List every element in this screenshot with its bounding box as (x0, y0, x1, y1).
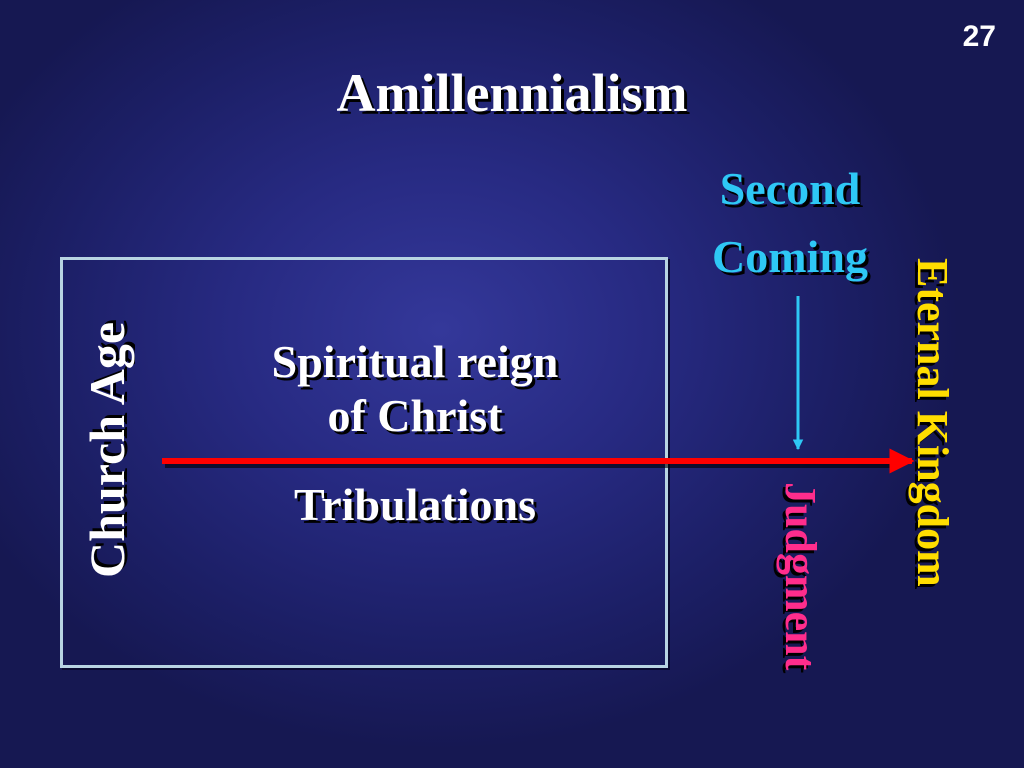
eternal-kingdom-label: Eternal Kingdom (908, 258, 957, 587)
second-coming-label-line2: Coming (712, 231, 868, 282)
judgment-label: Judgment (776, 482, 825, 671)
slide-title: Amillennialism (336, 63, 688, 123)
tribulations-text: Tribulations (294, 479, 536, 530)
spiritual-reign-text-line2: of Christ (327, 390, 503, 441)
second-coming-label-line1: Second (719, 163, 861, 214)
slide-number: 27 (962, 20, 996, 53)
spiritual-reign-text-line1: Spiritual reign (271, 336, 559, 387)
